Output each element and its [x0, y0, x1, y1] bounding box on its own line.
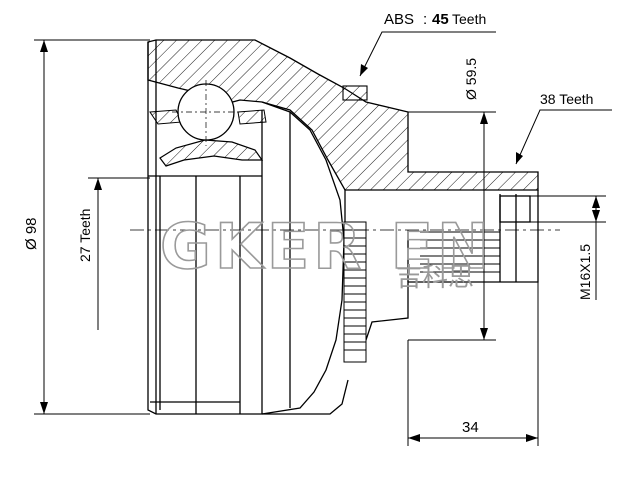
dimension-arrows: [40, 40, 600, 442]
outer-spline-label: 38 Teeth: [540, 91, 593, 107]
outer-spline-teeth: [420, 231, 500, 273]
watermark-cjk: 吉科思: [396, 263, 474, 293]
outer-diameter-label: Ø 98: [23, 217, 40, 250]
watermark-brand: GKER EN: [160, 210, 493, 283]
seal-diameter-label: Ø 59.5: [463, 58, 479, 100]
abs-label-unit: Teeth: [452, 11, 486, 27]
abs-marker-block: [342, 85, 368, 101]
stub-length-label: 34: [462, 419, 479, 436]
inner-race-section: [159, 139, 264, 167]
thread-label: M16X1.5: [577, 244, 593, 300]
abs-label-prefix: ABS: [384, 11, 414, 28]
abs-label-count: 45: [432, 11, 449, 28]
abs-tone-ring: [343, 221, 367, 363]
cage-section-right: [237, 109, 267, 125]
abs-label-colon: :: [423, 11, 427, 28]
inner-spline-label: 27 Teeth: [77, 209, 93, 262]
housing-outline: [147, 40, 349, 415]
